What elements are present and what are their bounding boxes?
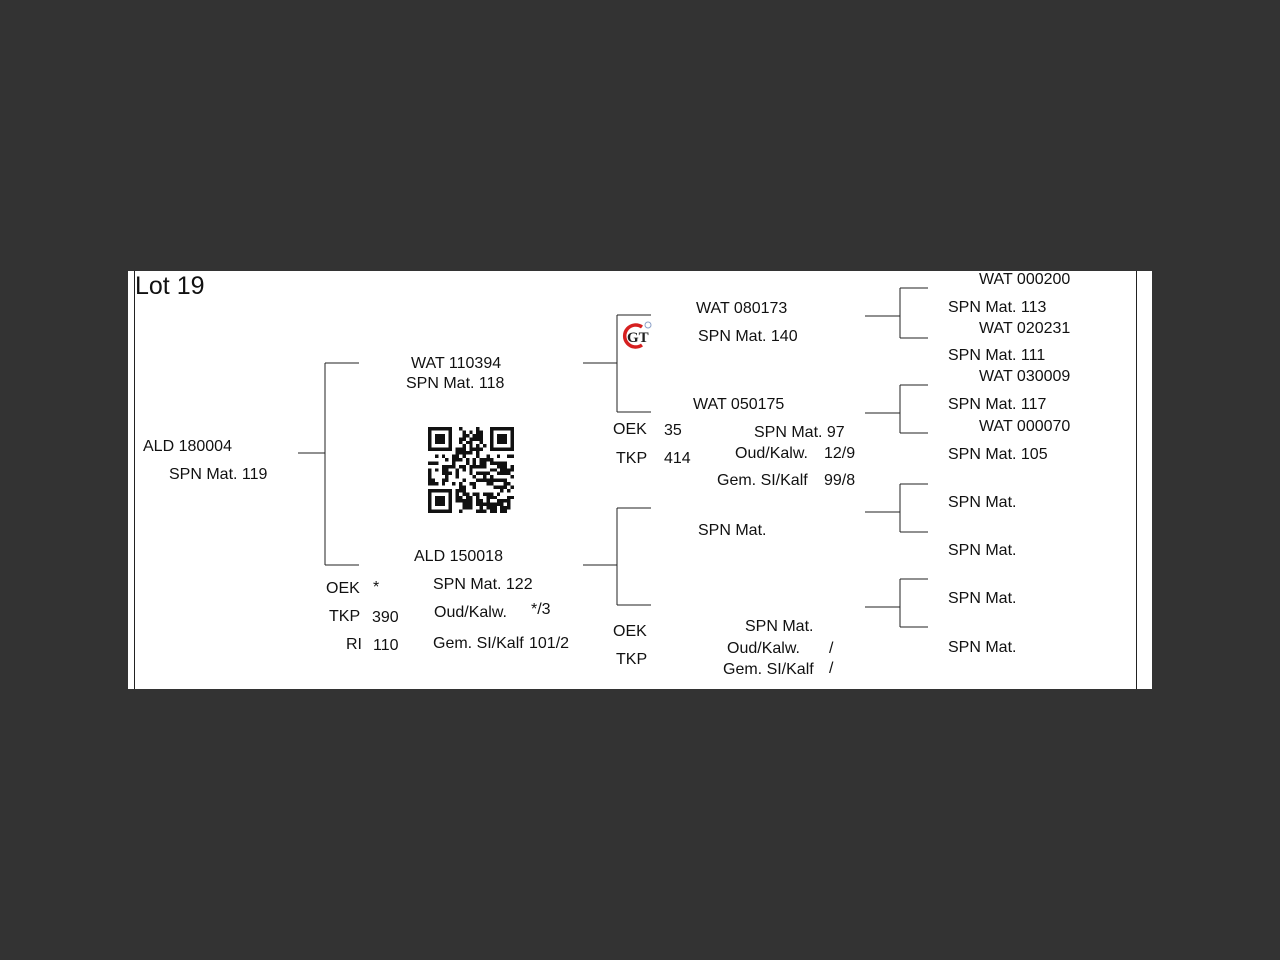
logo-text: GT	[627, 330, 649, 346]
ggp-3-id: WAT 030009	[979, 368, 1071, 385]
ggp-5-mat: SPN Mat.	[948, 494, 1017, 511]
ggp-8-mat: SPN Mat.	[948, 639, 1017, 656]
ggp-1-mat: SPN Mat. 113	[948, 299, 1047, 316]
sire-dam-tkp-value: 414	[664, 450, 691, 467]
sire-dam-gem-label: Gem. SI/Kalf	[717, 472, 808, 489]
dam-dam-oek-label: OEK	[613, 623, 647, 640]
right-margin-rule	[1136, 271, 1137, 689]
sire-dam-oek-value: 35	[664, 422, 682, 439]
logo-arc	[622, 323, 644, 349]
sire-sire-id: WAT 080173	[696, 300, 788, 317]
dam-id: ALD 150018	[414, 548, 503, 565]
subject-id: ALD 180004	[143, 438, 232, 455]
dam-gem-label: Gem. SI/Kalf	[433, 635, 524, 652]
dam-tkp-value: 390	[372, 609, 399, 626]
ggp-2-id: WAT 020231	[979, 320, 1071, 337]
ggp-7-mat: SPN Mat.	[948, 590, 1017, 607]
dam-ri-label: RI	[346, 636, 362, 653]
dam-dam-oud-value: /	[829, 640, 834, 657]
sire-sire-mat: SPN Mat. 140	[698, 328, 798, 345]
sire-dam-oud-value: 12/9	[824, 445, 856, 462]
ggp-2-mat: SPN Mat. 111	[948, 347, 1046, 364]
dam-sire-mat: SPN Mat.	[698, 522, 767, 539]
dam-mat: SPN Mat. 122	[433, 576, 533, 593]
dam-dam-gem-label: Gem. SI/Kalf	[723, 661, 814, 678]
pedigree-document: Lot 19 ALD 180004 SPN Mat. 119 WAT 11039…	[128, 271, 1152, 689]
sire-id: WAT 110394	[411, 355, 502, 372]
dam-dam-mat: SPN Mat.	[745, 618, 814, 635]
subject-mat: SPN Mat. 119	[169, 466, 268, 483]
sire-dam-oek-label: OEK	[613, 421, 647, 438]
qr-code-icon	[428, 427, 514, 513]
dam-ri-value: 110	[373, 637, 399, 654]
sire-mat: SPN Mat. 118	[406, 375, 505, 392]
logo-dot	[644, 321, 652, 329]
sire-dam-mat: SPN Mat. 97	[754, 424, 845, 441]
dam-oek-label: OEK	[326, 580, 360, 597]
dam-tkp-label: TKP	[329, 608, 361, 625]
dam-oek-value: *	[373, 579, 380, 596]
left-margin-rule	[134, 271, 135, 689]
ggp-6-mat: SPN Mat.	[948, 542, 1017, 559]
sire-dam-oud-label: Oud/Kalw.	[735, 445, 808, 462]
sire-dam-tkp-label: TKP	[616, 450, 648, 467]
ggp-3-mat: SPN Mat. 117	[948, 396, 1047, 413]
lot-title: Lot 19	[135, 272, 205, 300]
gt-logo-icon: GT	[622, 321, 652, 349]
ggp-4-id: WAT 000070	[979, 418, 1071, 435]
dam-oud-value: */3	[531, 601, 551, 618]
ggp-4-mat: SPN Mat. 105	[948, 446, 1048, 463]
sire-dam-gem-value: 99/8	[824, 472, 856, 489]
dam-dam-gem-value: /	[829, 660, 834, 677]
sire-dam-id: WAT 050175	[693, 396, 785, 413]
dam-dam-tkp-label: TKP	[616, 651, 648, 668]
dam-oud-label: Oud/Kalw.	[434, 604, 507, 621]
ggp-1-id: WAT 000200	[979, 271, 1071, 288]
dam-gem-value: 101/2	[529, 635, 570, 652]
dam-dam-oud-label: Oud/Kalw.	[727, 640, 800, 657]
pedigree-connectors	[298, 287, 928, 628]
